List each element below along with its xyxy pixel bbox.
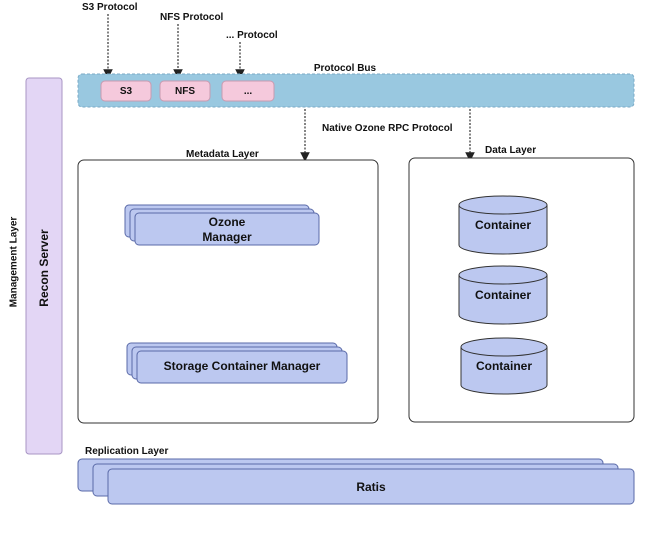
container-label-1: Container: [474, 218, 531, 232]
nfs-box-label: NFS: [175, 86, 195, 97]
container-label-3: Container: [475, 359, 532, 373]
protocol-bus: [77, 73, 635, 108]
other-protocol-label: ... Protocol: [226, 30, 278, 41]
scm-box: [136, 350, 348, 384]
metadata-layer-box: [77, 159, 379, 424]
metadata-layer-label: Metadata Layer: [186, 149, 259, 160]
scm-label: Storage Container Manager: [163, 359, 321, 373]
protocol-arrows: [103, 14, 475, 162]
protocol-bus-label: Protocol Bus: [313, 63, 377, 74]
data-layer-label: Data Layer: [485, 145, 537, 156]
other-box-label: ...: [243, 86, 253, 97]
rpc-protocol-label: Native Ozone RPC Protocol: [322, 123, 453, 134]
nfs-box: [159, 80, 211, 102]
ozone-manager-label: Ozone Manager: [135, 215, 319, 245]
nfs-protocol-label: NFS Protocol: [160, 12, 224, 23]
recon-server-box: [25, 77, 63, 455]
container-label-2: Container: [474, 288, 531, 302]
ozone-manager-line-2: Manager: [202, 230, 252, 244]
other-protocol-box: [221, 80, 275, 102]
container-cylinder-1: [458, 195, 548, 255]
management-layer-label: Management Layer: [8, 216, 20, 308]
container-cylinder-2: [458, 265, 548, 325]
ratis-box: [107, 468, 635, 505]
recon-server-label: Recon Server: [37, 229, 51, 307]
ozone-manager-box: [134, 212, 320, 246]
s3-box-label: S3: [119, 86, 133, 97]
ratis-label: Ratis: [356, 480, 386, 494]
replication-layer-label: Replication Layer: [85, 446, 169, 457]
s3-box: [100, 80, 152, 102]
ozone-manager-line-1: Ozone: [208, 215, 246, 229]
container-cylinder-3: [460, 337, 548, 395]
s3-protocol-label: S3 Protocol: [82, 2, 138, 13]
